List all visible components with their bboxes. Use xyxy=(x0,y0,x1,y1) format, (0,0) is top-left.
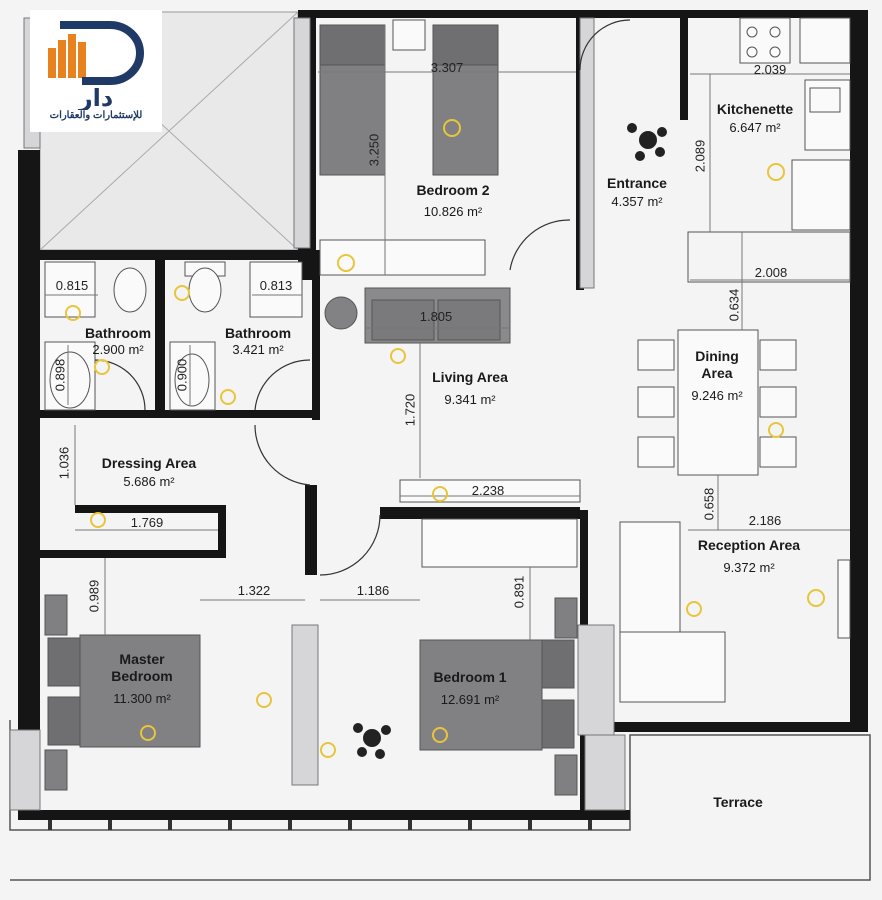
dim-bath2-width: 0.813 xyxy=(259,278,293,293)
room-area: 11.300 m² xyxy=(113,691,171,706)
dim-living-depth: 1.720 xyxy=(402,393,418,427)
room-terrace: Terrace xyxy=(713,794,763,811)
company-logo: ﺩﺍﺭ للإستثمارات والعقارات xyxy=(30,10,162,132)
terrace-outline xyxy=(9,720,871,881)
room-name: Master Bedroom xyxy=(111,651,173,684)
room-kitchenette: Kitchenette 6.647 m² xyxy=(717,101,793,136)
dim-bedroom1-left: 1.186 xyxy=(356,583,390,598)
dim-dining-width: 2.008 xyxy=(754,265,788,280)
room-area: 9.341 m² xyxy=(444,392,496,407)
dim-master-gap: 0.989 xyxy=(86,579,102,613)
dim-bedroom2-width: 3.307 xyxy=(430,60,464,75)
dim-bedroom2-depth: 3.250 xyxy=(366,133,382,167)
dim-dining-gap: 0.634 xyxy=(726,288,742,322)
dim-dressing-width: 1.769 xyxy=(130,515,164,530)
room-entrance: Entrance 4.357 m² xyxy=(607,175,667,210)
dim-master-width: 1.322 xyxy=(237,583,271,598)
room-name: Dressing Area xyxy=(101,455,197,471)
room-name: Reception Area xyxy=(697,537,801,553)
plant-icons xyxy=(353,123,667,759)
room-name: Bedroom 2 xyxy=(416,182,490,198)
room-area: 4.357 m² xyxy=(611,194,663,209)
room-bathroom-1: Bathroom 2.900 m² xyxy=(85,325,151,358)
room-living-area: Living Area 9.341 m² xyxy=(432,369,508,408)
room-name: Entrance xyxy=(607,175,667,191)
room-area: 12.691 m² xyxy=(440,692,500,707)
logo-mark: ﺩﺍﺭ xyxy=(48,21,144,112)
room-name: Bathroom xyxy=(224,325,292,341)
dim-kitchen-width: 2.039 xyxy=(753,62,787,77)
dim-bedroom1-gap: 0.891 xyxy=(511,575,527,609)
room-dressing-area: Dressing Area 5.686 m² xyxy=(102,455,196,490)
dim-reception-width: 2.186 xyxy=(748,513,782,528)
dim-bath1-width: 0.815 xyxy=(55,278,89,293)
dim-living-sofa: 1.805 xyxy=(419,309,453,324)
room-name: Terrace xyxy=(713,794,763,810)
room-dining-area: Dining Area 9.246 m² xyxy=(691,348,742,404)
room-area: 9.372 m² xyxy=(723,560,775,575)
room-area: 9.246 m² xyxy=(691,388,743,403)
terrace-rail-posts xyxy=(48,818,592,830)
room-bedroom1: Bedroom 1 12.691 m² xyxy=(433,669,506,708)
markers xyxy=(65,119,825,758)
room-area: 5.686 m² xyxy=(123,474,175,489)
dim-dressing-depth: 1.036 xyxy=(56,446,72,480)
dim-bath1-depth: 0.898 xyxy=(52,358,68,392)
room-area: 3.421 m² xyxy=(232,342,284,357)
room-name: Living Area xyxy=(432,369,508,385)
furniture xyxy=(44,17,851,796)
svg-text:ﺩﺍﺭ: ﺩﺍﺭ xyxy=(78,84,113,110)
room-reception-area: Reception Area 9.372 m² xyxy=(698,537,800,576)
room-bedroom2: Bedroom 2 10.826 m² xyxy=(416,182,489,220)
room-name: Bedroom 1 xyxy=(433,669,507,685)
room-area: 10.826 m² xyxy=(423,204,483,219)
dimension-lines xyxy=(45,25,850,640)
room-name: Bathroom xyxy=(84,325,152,341)
room-area: 2.900 m² xyxy=(92,342,144,357)
dim-bath2-depth: 0.900 xyxy=(174,358,190,392)
logo-tagline: للإستثمارات والعقارات xyxy=(49,110,143,121)
room-name: Kitchenette xyxy=(716,101,794,117)
dim-kitchen-depth: 2.089 xyxy=(692,139,708,173)
room-name: Dining Area xyxy=(695,348,739,381)
windows xyxy=(9,17,626,811)
room-bathroom-2: Bathroom 3.421 m² xyxy=(225,325,291,358)
dim-living-width: 2.238 xyxy=(471,483,505,498)
dim-reception-gap: 0.658 xyxy=(701,487,717,521)
room-area: 6.647 m² xyxy=(729,120,781,135)
room-master-bedroom: Master Bedroom 11.300 m² xyxy=(111,651,172,707)
